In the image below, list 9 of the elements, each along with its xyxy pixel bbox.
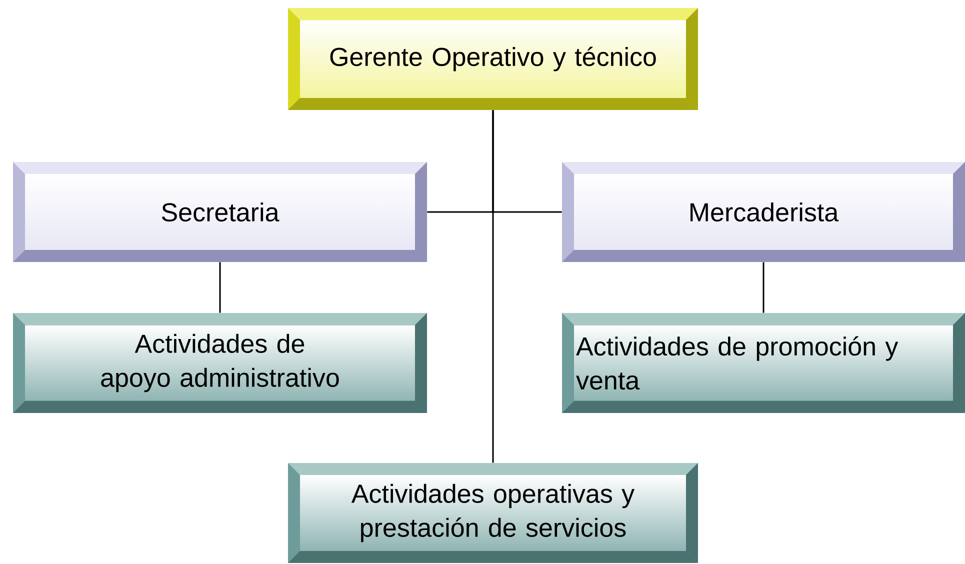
org-box: Mercaderista xyxy=(562,162,965,262)
org-box: Actividades de apoyo administrativo xyxy=(13,312,427,413)
org-box: Gerente Operativo y técnico xyxy=(288,8,698,110)
connector-line xyxy=(762,262,764,313)
org-box: Actividades de promoción y venta xyxy=(562,312,965,413)
org-box: Actividades operativas y prestación de servicios xyxy=(288,462,698,563)
connector-line xyxy=(219,262,221,313)
org-box: Secretaria xyxy=(13,162,427,262)
connector-line xyxy=(492,110,494,463)
